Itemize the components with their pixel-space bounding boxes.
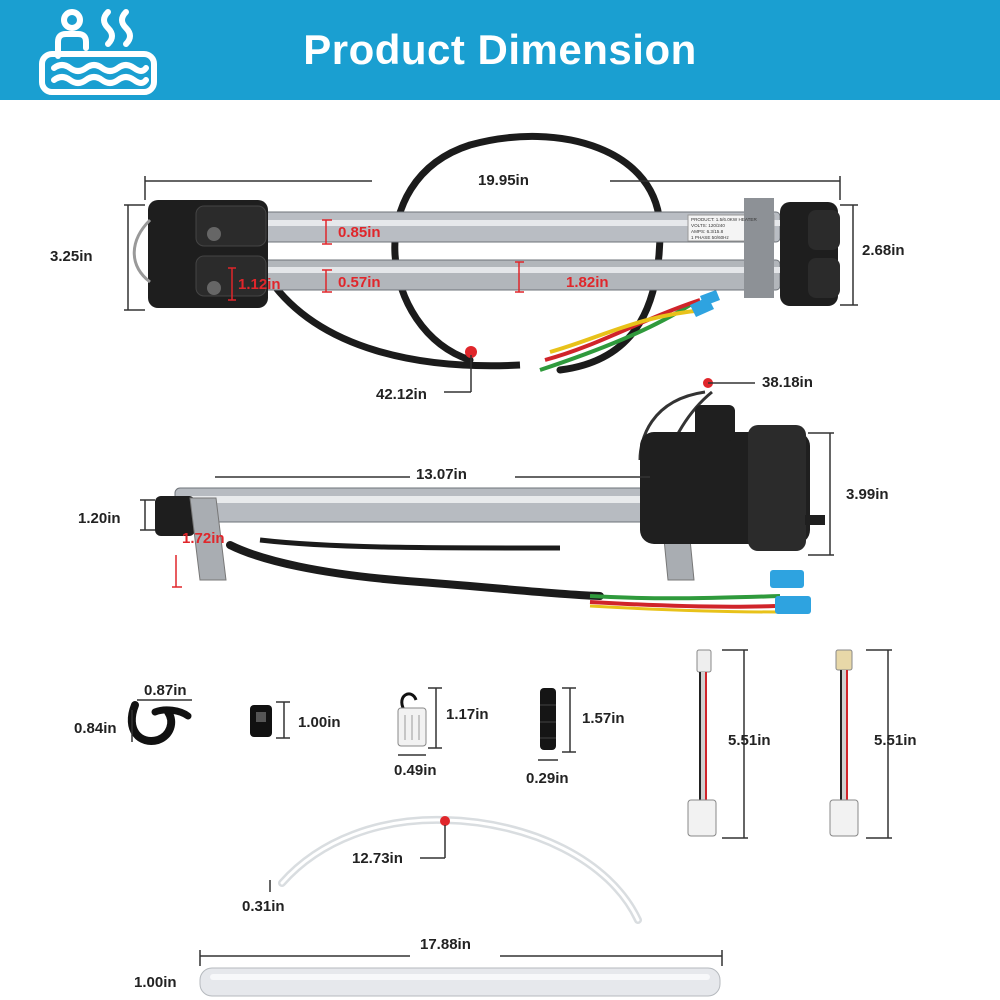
hose-diameter-label: 0.31in — [242, 898, 285, 915]
sleeve-height-label: 1.00in — [134, 974, 177, 991]
accessory-parts — [127, 649, 892, 839]
clip-height-label: 0.84in — [74, 720, 117, 737]
heater-top-view — [124, 132, 858, 393]
protective-sleeve — [199, 950, 723, 997]
heater-top-fitting-label: 1.12in — [238, 276, 281, 293]
sleeve-length-label: 17.88in — [420, 936, 471, 953]
heater-top-height-left-label: 3.25in — [50, 248, 93, 265]
heater-side-height-label: 3.99in — [846, 486, 889, 503]
clip-width-label: 0.87in — [144, 682, 187, 699]
harness-right-length-label: 5.51in — [874, 732, 917, 749]
heater-side-length-label: 13.07in — [416, 466, 467, 483]
heater-top-cable-label: 42.12in — [376, 386, 427, 403]
tube-piece-width-label: 0.29in — [526, 770, 569, 787]
heater-side-bracket-label: 1.72in — [182, 530, 225, 547]
spec-label-line: VOLTS: 120/240 — [691, 223, 725, 228]
spec-label-line: AMPS: 6.3/15.8 — [691, 229, 724, 234]
heater-top-spacing-label: 1.82in — [566, 274, 609, 291]
plug-size-label: 1.00in — [298, 714, 341, 731]
page-title: Product Dimension — [303, 26, 697, 73]
hose-length-label: 12.73in — [352, 850, 403, 867]
spec-label-line: PRODUCT: 1.5/6.0KW HEATER — [691, 217, 757, 222]
heater-side-tube-label: 1.20in — [78, 510, 121, 527]
heater-side-cable-label: 38.18in — [762, 374, 813, 391]
header-banner: Product Dimension — [0, 0, 1000, 100]
connector-height-label: 1.17in — [446, 706, 489, 723]
harness-left-length-label: 5.51in — [728, 732, 771, 749]
heater-side-view — [140, 378, 834, 614]
tube-piece-height-label: 1.57in — [582, 710, 625, 727]
hot-tub-icon — [39, 9, 157, 95]
clear-hose — [269, 815, 642, 924]
heater-top-length-label: 19.95in — [478, 172, 529, 189]
heater-top-tube-lower-label: 0.57in — [338, 274, 381, 291]
heater-top-height-right-label: 2.68in — [862, 242, 905, 259]
spec-label-line: 1 PHASE 50/60Hz — [691, 235, 729, 240]
heater-top-tube-upper-label: 0.85in — [338, 224, 381, 241]
connector-width-label: 0.49in — [394, 762, 437, 779]
